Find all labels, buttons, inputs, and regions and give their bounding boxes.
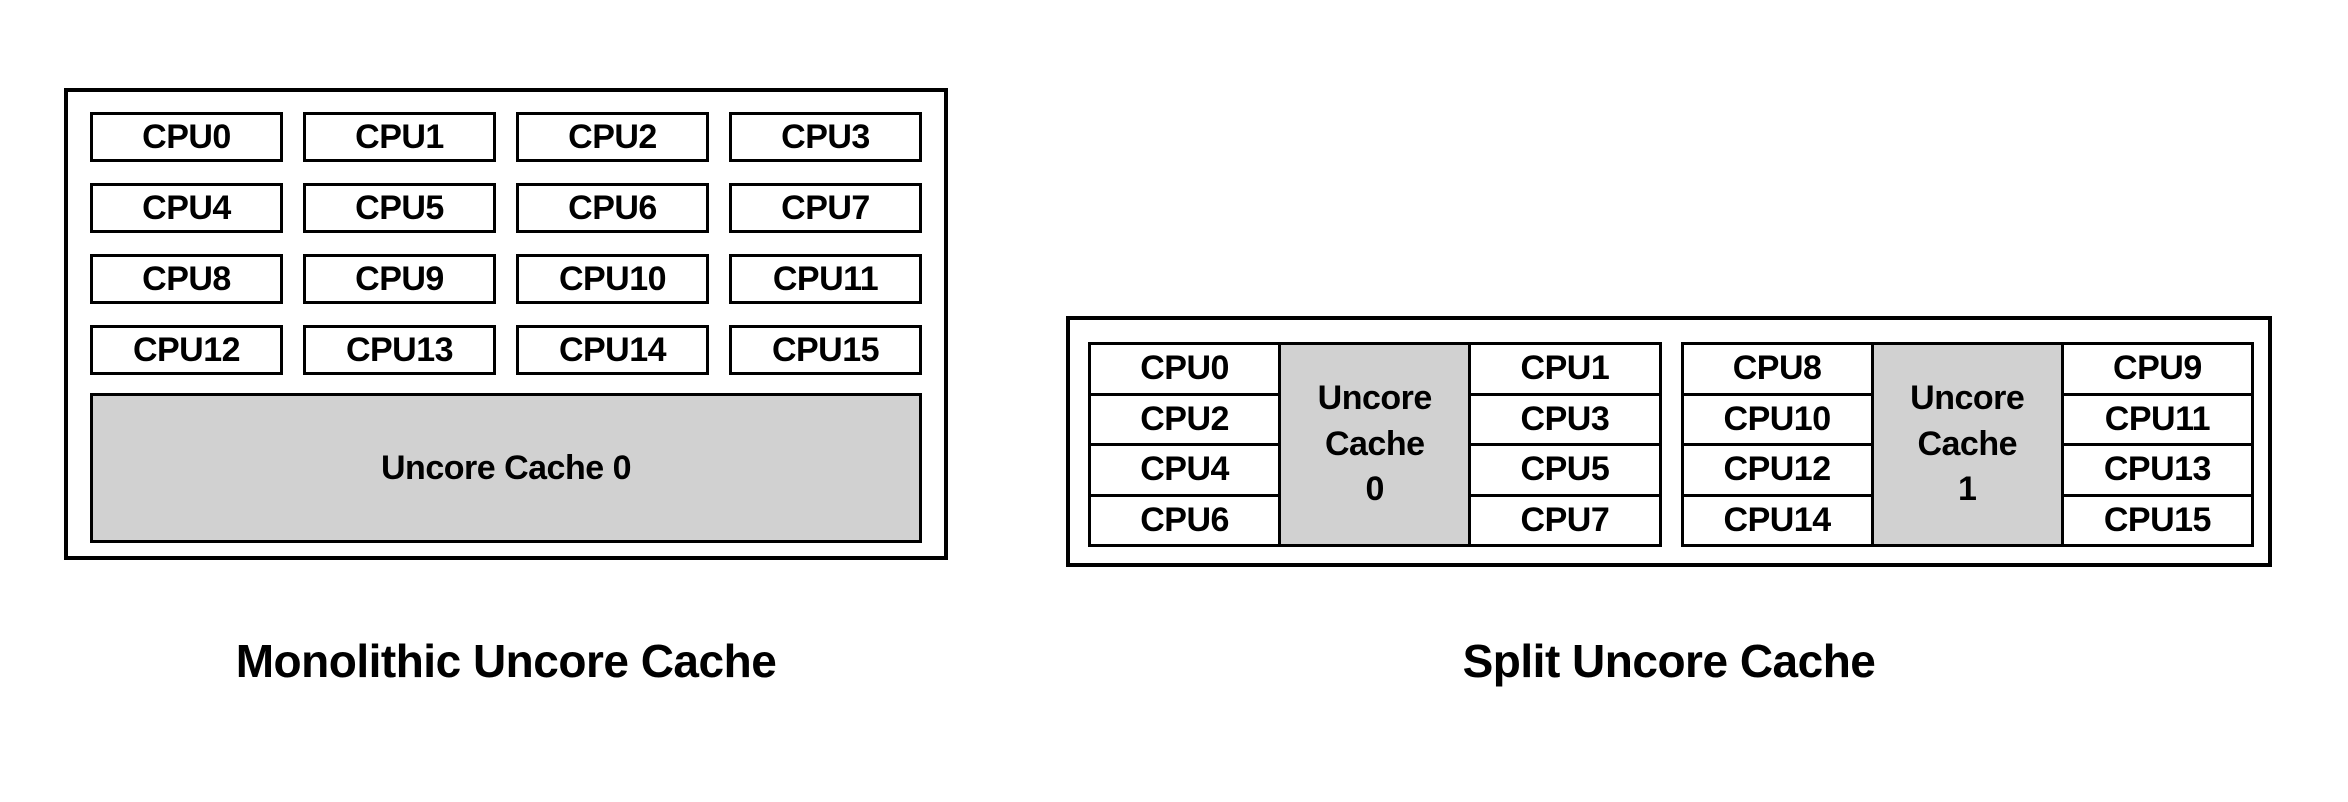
cache-label-line: 0 [1365, 470, 1385, 509]
cpu-cell-cpu6: CPU6 [1087, 493, 1282, 547]
cache-label-line: Uncore [1910, 378, 2025, 417]
cpu-cell-cpu11: CPU11 [2060, 392, 2255, 446]
monolithic-package-box: CPU0 CPU1 CPU2 CPU3 CPU4 CPU5 CPU6 CPU7 … [64, 88, 948, 560]
cpu-cell-cpu0: CPU0 [1087, 342, 1282, 396]
cpu-box-cpu9: CPU9 [303, 254, 496, 304]
cpu-cell-cpu2: CPU2 [1087, 392, 1282, 446]
cache-label-line: Uncore [1317, 378, 1433, 417]
cpu-cell-cpu8: CPU8 [1680, 342, 1874, 396]
cpu-box-cpu15: CPU15 [729, 325, 922, 375]
cpu-cell-cpu10: CPU10 [1680, 392, 1874, 446]
cache-label-line: Cache [1917, 424, 2018, 463]
cpu-box-cpu5: CPU5 [303, 183, 496, 233]
cpu-box-cpu0: CPU0 [90, 112, 283, 162]
monolithic-caption: Monolithic Uncore Cache [235, 635, 777, 687]
cpu-box-cpu14: CPU14 [516, 325, 709, 375]
cpu-cell-cpu9: CPU9 [2060, 342, 2255, 396]
cpu-cell-cpu7: CPU7 [1468, 493, 1662, 547]
cpu-box-cpu8: CPU8 [90, 254, 283, 304]
cpu-box-cpu2: CPU2 [516, 112, 709, 162]
split-group-0: CPU0 Uncore Cache 0 CPU1 CPU2 CPU3 CPU4 … [1087, 342, 1662, 547]
split-group-1: CPU8 Uncore Cache 1 CPU9 CPU10 CPU11 CPU… [1680, 342, 2255, 547]
cpu-cell-cpu1: CPU1 [1468, 342, 1662, 396]
cpu-box-cpu1: CPU1 [303, 112, 496, 162]
cpu-cell-cpu13: CPU13 [2060, 443, 2255, 497]
monolithic-cpu-grid: CPU0 CPU1 CPU2 CPU3 CPU4 CPU5 CPU6 CPU7 … [90, 112, 922, 375]
cache-label-line: 1 [1958, 470, 1977, 509]
cache-label-line: Cache [1324, 424, 1425, 463]
cpu-box-cpu6: CPU6 [516, 183, 709, 233]
cpu-box-cpu3: CPU3 [729, 112, 922, 162]
uncore-cache-1-cell: Uncore Cache 1 [1870, 342, 2064, 547]
uncore-cache-0-box: Uncore Cache 0 [90, 393, 922, 543]
cpu-box-cpu11: CPU11 [729, 254, 922, 304]
cpu-cell-cpu3: CPU3 [1468, 392, 1662, 446]
cpu-box-cpu4: CPU4 [90, 183, 283, 233]
cpu-box-cpu7: CPU7 [729, 183, 922, 233]
cpu-cell-cpu15: CPU15 [2060, 493, 2255, 547]
cpu-box-cpu12: CPU12 [90, 325, 283, 375]
cpu-cell-cpu5: CPU5 [1468, 443, 1662, 497]
cpu-cell-cpu4: CPU4 [1087, 443, 1282, 497]
cpu-cell-cpu14: CPU14 [1680, 493, 1874, 547]
split-package-box: CPU0 Uncore Cache 0 CPU1 CPU2 CPU3 CPU4 … [1066, 316, 2272, 567]
cpu-box-cpu13: CPU13 [303, 325, 496, 375]
cpu-box-cpu10: CPU10 [516, 254, 709, 304]
uncore-cache-0-cell: Uncore Cache 0 [1278, 342, 1472, 547]
split-caption: Split Uncore Cache [1462, 635, 1876, 687]
cpu-cell-cpu12: CPU12 [1680, 443, 1874, 497]
